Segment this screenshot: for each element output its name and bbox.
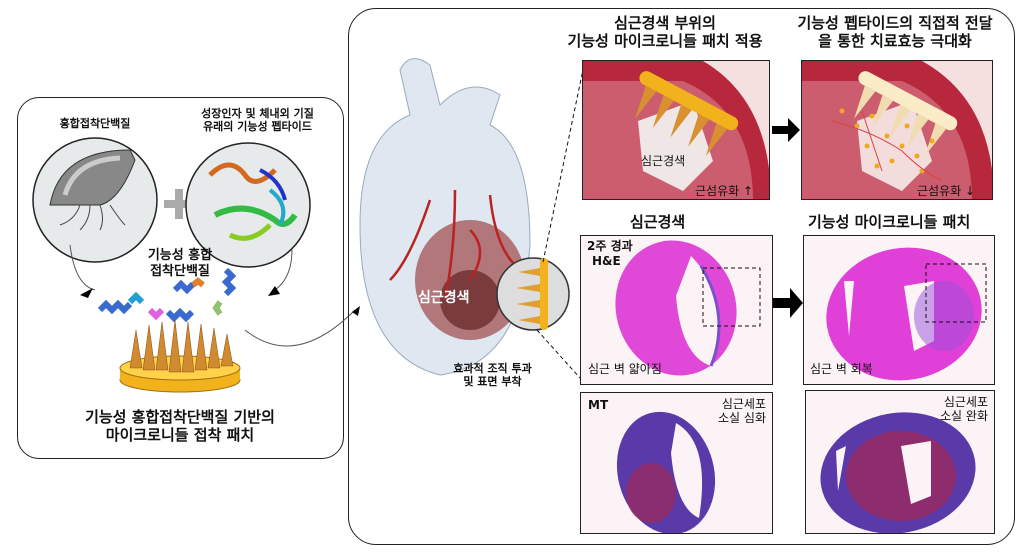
he-right-note: 심근 벽 회복	[810, 362, 873, 376]
mt-right-note: 심근세포 소실 완화	[940, 395, 988, 424]
top-right-title: 기능성 펩타이드의 직접적 전달 을 통한 치료효능 극대화	[780, 14, 1010, 50]
heart-infarct-label: 심근경색	[418, 290, 470, 306]
zoom-line-top	[542, 59, 586, 263]
mt-stain-label: MT	[588, 398, 609, 412]
adhesive-protein-label: 홍합접착단백질	[59, 117, 131, 130]
patch-caption-line2: 마이크로니들 접착 패치	[105, 426, 255, 444]
mt-right-note-line1: 심근세포	[943, 395, 988, 409]
fused-protein-label: 기능성 홍합 접착단백질	[125, 248, 235, 279]
patch-zoom-circle	[496, 257, 570, 331]
peptide-label-line2: 유래의 기능성 펩타이드	[203, 120, 312, 134]
histology-col-left-title: 심근경색	[630, 213, 686, 231]
infarct-inset-label: 심근경색	[641, 154, 686, 168]
mt-right-note-line2: 소실 완화	[940, 409, 988, 424]
mussel-icon	[32, 137, 158, 263]
heart-note-line2: 및 표면 부착	[463, 375, 522, 389]
peptide-label-line1: 성장인자 및 체내외 기질	[201, 107, 314, 120]
connector-arrow	[244, 309, 356, 347]
heart-penetration-note: 효과적 조직 투과 및 표면 부착	[445, 362, 540, 388]
fibrosis-up-label: 근섬유화 ↑	[695, 184, 754, 198]
patch-caption: 기능성 홍합접착단백질 기반의 마이크로니들 접착 패치	[30, 408, 330, 444]
he-left-note: 심근 벽 얇아짐	[588, 362, 662, 376]
top-right-title-line2: 을 통한 치료효능 극대화	[818, 32, 972, 50]
peptide-label: 성장인자 및 체내외 기질 유래의 기능성 펩타이드	[175, 107, 340, 133]
he-patch-panel: 심근 벽 회복	[803, 235, 995, 385]
heart-note-line1: 효과적 조직 투과	[453, 362, 532, 375]
he-timepoint: 2주 경과	[587, 239, 633, 253]
arrowhead-icon	[268, 286, 280, 296]
zoom-line-bottom	[536, 329, 581, 379]
mt-left-note: 심근세포 소실 심화	[718, 397, 766, 426]
top-right-title-line1: 기능성 펩타이드의 직접적 전달	[797, 14, 993, 32]
fused-protein-strands	[97, 267, 237, 323]
top-left-title-line2: 기능성 마이크로니들 패치 적용	[567, 32, 763, 50]
histology-col-right-title: 기능성 마이크로니들 패치	[808, 213, 971, 231]
fibrosis-down-label: 근섬유화 ↓	[917, 184, 976, 198]
plus-icon	[164, 189, 194, 219]
he-stain-label: H&E	[592, 254, 621, 268]
mt-left-note-line2: 소실 심화	[718, 411, 766, 426]
patch-application-panel: 심근경색 근섬유화 ↑	[582, 60, 770, 200]
top-left-title-line1: 심근경색 부위의	[614, 14, 716, 32]
mt-left-note-line1: 심근세포	[721, 397, 766, 411]
coronary-vessels	[389, 189, 516, 301]
arrowhead-icon	[80, 288, 93, 298]
top-left-title: 심근경색 부위의 기능성 마이크로니들 패치 적용	[555, 14, 775, 50]
peptide-delivery-panel: 근섬유화 ↓	[801, 60, 993, 200]
application-results-box	[348, 8, 1015, 545]
mt-infarct-panel: MT 심근세포 소실 심화	[580, 392, 773, 534]
fused-protein-line1: 기능성 홍합	[147, 248, 213, 263]
mt-patch-panel: 심근세포 소실 완화	[805, 390, 995, 534]
he-infarct-panel: 2주 경과 H&E 심근 벽 얇아짐	[580, 235, 773, 385]
peptide-structure-icon	[185, 142, 311, 268]
patch-caption-line1: 기능성 홍합접착단백질 기반의	[85, 408, 275, 426]
microneedle-patch-icon	[119, 319, 241, 393]
material-design-box	[17, 97, 344, 459]
fused-protein-line2: 접착단백질	[150, 263, 210, 279]
